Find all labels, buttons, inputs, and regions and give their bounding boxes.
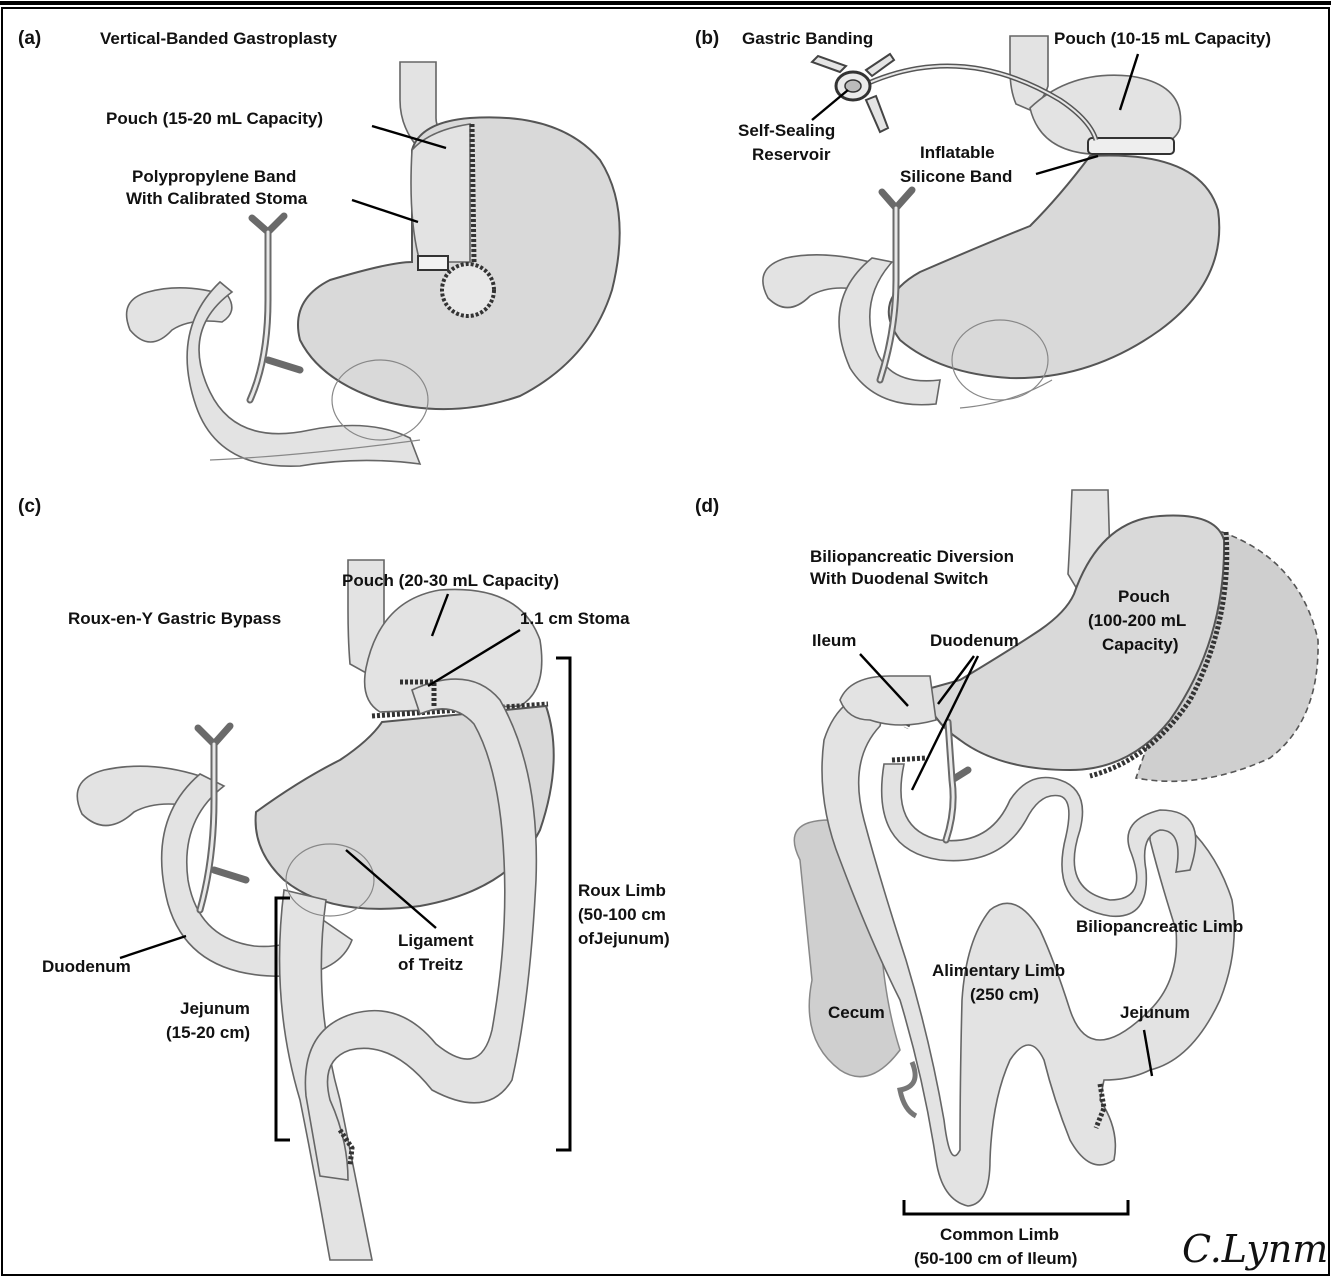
- label-jejunum-d: Jejunum: [1120, 1003, 1190, 1022]
- leader-band-a: [352, 200, 418, 222]
- panel-b: (b) Gastric Banding Pouch (10-15 mL Capa…: [695, 28, 1271, 408]
- label-jejunum-c-1: Jejunum: [180, 999, 250, 1018]
- leader-duodenum-c: [120, 936, 186, 958]
- label-roux-c-2: (50-100 cm: [578, 905, 666, 924]
- panel-c-illustration: [77, 560, 553, 1260]
- label-duodenum-c: Duodenum: [42, 957, 131, 976]
- bracket-common-limb-d: [904, 1200, 1128, 1214]
- pouch-a: [411, 124, 470, 262]
- label-pouch-d-2: (100-200 mL: [1088, 611, 1186, 630]
- label-duodenum-d: Duodenum: [930, 631, 1019, 650]
- label-pouch-b: Pouch (10-15 mL Capacity): [1054, 29, 1271, 48]
- label-ileum-d: Ileum: [812, 631, 856, 650]
- label-band-a-2: With Calibrated Stoma: [126, 189, 308, 208]
- label-common-d-2: (50-100 cm of Ileum): [914, 1249, 1077, 1268]
- panel-a-title: Vertical-Banded Gastroplasty: [100, 29, 338, 48]
- panel-b-title: Gastric Banding: [742, 29, 873, 48]
- stoma-ring-a: [442, 264, 494, 316]
- label-alimentary-d-2: (250 cm): [970, 985, 1039, 1004]
- label-pouch-a: Pouch (15-20 mL Capacity): [106, 109, 323, 128]
- label-jejunum-c-2: (15-20 cm): [166, 1023, 250, 1042]
- label-cecum-d: Cecum: [828, 1003, 885, 1022]
- panel-c-letter: (c): [18, 496, 41, 517]
- label-band-b-1: Inflatable: [920, 143, 995, 162]
- panel-d-letter: (d): [695, 496, 719, 517]
- panel-b-letter: (b): [695, 28, 719, 49]
- label-common-d-1: Common Limb: [940, 1225, 1059, 1244]
- label-reservoir-b-1: Self-Sealing: [738, 121, 835, 140]
- panel-d: (d) Biliopancreatic Diversion With Duode…: [695, 490, 1318, 1268]
- label-stoma-c: 1.1 cm Stoma: [520, 609, 630, 628]
- label-pouch-d-3: Capacity): [1102, 635, 1179, 654]
- duodenal-stump-staples-d: [892, 758, 926, 760]
- panel-d-title-1: Biliopancreatic Diversion: [810, 547, 1014, 566]
- label-band-a-1: Polypropylene Band: [132, 167, 296, 186]
- label-reservoir-b-2: Reservoir: [752, 145, 831, 164]
- label-ligament-c-2: of Treitz: [398, 955, 463, 974]
- vessels-a: [250, 216, 300, 400]
- bracket-roux-limb-c: [556, 658, 570, 1150]
- panel-c-title: Roux-en-Y Gastric Bypass: [68, 609, 281, 628]
- label-band-b-2: Silicone Band: [900, 167, 1012, 186]
- panel-d-title-2: With Duodenal Switch: [810, 569, 988, 588]
- appendix-d: [900, 1062, 916, 1116]
- label-pouch-c: Pouch (20-30 mL Capacity): [342, 571, 559, 590]
- label-ligament-c-1: Ligament: [398, 931, 474, 950]
- label-roux-c-3: ofJejunum): [578, 929, 670, 948]
- label-roux-c-1: Roux Limb: [578, 881, 666, 900]
- leader-reservoir-b: [812, 90, 848, 120]
- band-a: [418, 256, 448, 270]
- biliopancreatic-limb-d: [882, 764, 1196, 916]
- panel-c: (c) Roux-en-Y Gastric Bypass Pouch (20-3…: [18, 496, 670, 1260]
- panel-a: (a) Vertical-Banded Gastroplasty Pouch (…: [18, 28, 620, 466]
- silicone-band-b: [1088, 138, 1174, 154]
- artist-signature: C.Lynm: [1182, 1227, 1328, 1271]
- label-bp-limb-d: Biliopancreatic Limb: [1076, 917, 1243, 936]
- stomach-b: [889, 155, 1220, 378]
- panel-a-letter: (a): [18, 28, 41, 49]
- panel-d-illustration: [794, 490, 1318, 1206]
- label-alimentary-d-1: Alimentary Limb: [932, 961, 1065, 980]
- label-pouch-d-1: Pouch: [1118, 587, 1170, 606]
- panel-b-illustration: [763, 36, 1219, 408]
